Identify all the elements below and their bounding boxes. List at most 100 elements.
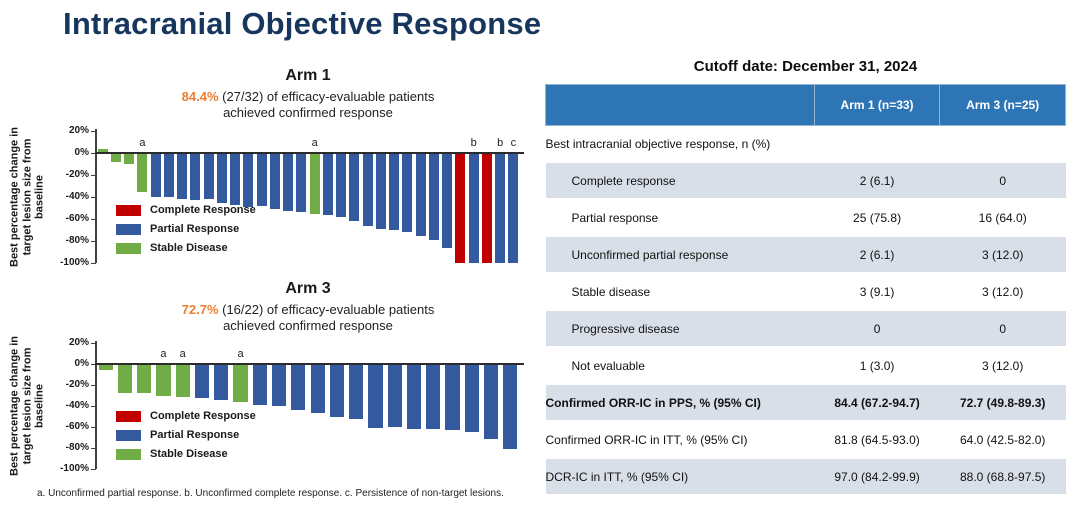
y-tick-label: 20% — [68, 337, 89, 348]
cell-arm3: 16 (64.0) — [939, 199, 1066, 237]
y-tick-mark — [91, 468, 96, 470]
legend-label-cr: Complete Response — [150, 410, 256, 422]
zero-baseline — [95, 152, 524, 154]
waterfall-bar — [175, 364, 190, 397]
column-header-blank — [545, 84, 815, 126]
cell-arm1 — [814, 125, 940, 163]
legend-swatch-pr — [116, 429, 141, 441]
zero-baseline — [95, 363, 524, 365]
waterfall-bar — [322, 153, 333, 215]
row-label: Stable disease — [545, 273, 815, 311]
waterfall-bar — [495, 153, 506, 263]
waterfall-bar — [349, 153, 360, 222]
y-tick-mark — [91, 342, 96, 344]
cell-arm3: 3 (12.0) — [939, 273, 1066, 311]
waterfall-bar — [283, 153, 294, 212]
response-table: Arm 1 (n=33)Arm 3 (n=25)Best intracrania… — [545, 84, 1066, 496]
y-tick-label: -100% — [60, 463, 89, 474]
bar-annotation-a: a — [179, 348, 186, 360]
waterfall-bar — [483, 364, 499, 439]
waterfall-bar — [426, 364, 441, 430]
y-tick-label: -80% — [65, 442, 89, 453]
cell-arm3: 88.0 (68.8-97.5) — [939, 458, 1066, 496]
row-label: Progressive disease — [545, 310, 815, 348]
table-row: Best intracranial objective response, n … — [545, 125, 1066, 163]
y-axis-line — [95, 129, 97, 263]
row-label: Best intracranial objective response, n … — [545, 125, 815, 163]
waterfall-bar — [481, 153, 492, 263]
y-tick-label: -100% — [60, 257, 89, 268]
waterfall-bar — [375, 153, 386, 229]
footnote: a. Unconfirmed partial response. b. Unco… — [37, 488, 504, 499]
row-label: Confirmed ORR-IC in ITT, % (95% CI) — [545, 421, 815, 459]
y-axis-label-arm3: Best percentage change in target lesion … — [8, 336, 46, 476]
cell-arm3: 3 (12.0) — [939, 236, 1066, 274]
waterfall-bar — [177, 153, 188, 200]
cell-arm3 — [939, 125, 1066, 163]
y-tick-label: 20% — [68, 125, 89, 136]
column-header-2: Arm 3 (n=25) — [939, 84, 1066, 126]
subtitle-line2-arm1: achieved confirmed response — [223, 105, 393, 120]
row-label: DCR-IC in ITT, % (95% CI) — [545, 458, 815, 496]
results-table-section: Cutoff date: December 31, 2024 Arm 1 (n=… — [545, 58, 1066, 496]
waterfall-bar — [389, 153, 400, 230]
legend-swatch-cr — [116, 410, 141, 422]
table-row: DCR-IC in ITT, % (95% CI)97.0 (84.2-99.9… — [545, 458, 1066, 496]
y-axis-label-arm1: Best percentage change in target lesion … — [8, 127, 46, 267]
legend-label-sd: Stable Disease — [150, 242, 228, 254]
cell-arm1: 3 (9.1) — [814, 273, 940, 311]
waterfall-bar — [230, 153, 241, 205]
row-label: Complete response — [545, 162, 815, 200]
cell-arm3: 72.7 (49.8-89.3) — [939, 384, 1066, 422]
waterfall-bar — [117, 364, 133, 394]
y-tick-mark — [91, 405, 96, 407]
bar-annotation-a: a — [160, 348, 167, 360]
waterfall-bar — [256, 153, 267, 206]
row-label: Unconfirmed partial response — [545, 236, 815, 274]
waterfall-bar — [243, 153, 254, 207]
waterfall-bar — [445, 364, 460, 431]
waterfall-bar — [203, 153, 214, 200]
row-label: Not evaluable — [545, 347, 815, 385]
waterfall-bar — [415, 153, 426, 236]
cell-arm1: 84.4 (67.2-94.7) — [814, 384, 940, 422]
legend-swatch-pr — [116, 223, 141, 235]
waterfall-bar — [387, 364, 402, 427]
legend-label-cr: Complete Response — [150, 204, 256, 216]
waterfall-bar — [150, 153, 161, 197]
legend-item-pr: Partial Response — [116, 429, 256, 441]
chart-subtitle-arm1: 84.4% (27/32) of efficacy-evaluable pati… — [66, 89, 550, 121]
legend-item-sd: Stable Disease — [116, 448, 256, 460]
row-label: Confirmed ORR-IC in PPS, % (95% CI) — [545, 384, 815, 422]
waterfall-bar — [156, 364, 171, 396]
cell-arm3: 64.0 (42.5-82.0) — [939, 421, 1066, 459]
y-tick-mark — [91, 218, 96, 220]
cell-arm1: 81.8 (64.5-93.0) — [814, 421, 940, 459]
waterfall-bar — [110, 153, 121, 162]
cell-arm3: 0 — [939, 162, 1066, 200]
chart-title-arm1: Arm 1 — [285, 67, 331, 84]
waterfall-bar — [442, 153, 453, 248]
chart-subtitle-arm3: 72.7% (16/22) of efficacy-evaluable pati… — [66, 302, 550, 334]
row-label: Partial response — [545, 199, 815, 237]
waterfall-bar — [336, 153, 347, 217]
cell-arm3: 0 — [939, 310, 1066, 348]
waterfall-bar — [137, 153, 148, 192]
waterfall-bar — [329, 364, 345, 417]
legend-label-pr: Partial Response — [150, 429, 240, 441]
waterfall-bar — [269, 153, 280, 210]
waterfall-bar — [368, 364, 383, 429]
waterfall-bar — [252, 364, 267, 405]
y-tick-mark — [91, 447, 96, 449]
y-tick-mark — [91, 152, 96, 154]
waterfall-bar — [98, 364, 113, 371]
table-row: Confirmed ORR-IC in PPS, % (95% CI)84.4 … — [545, 384, 1066, 422]
y-tick-mark — [91, 240, 96, 242]
y-tick-mark — [91, 196, 96, 198]
